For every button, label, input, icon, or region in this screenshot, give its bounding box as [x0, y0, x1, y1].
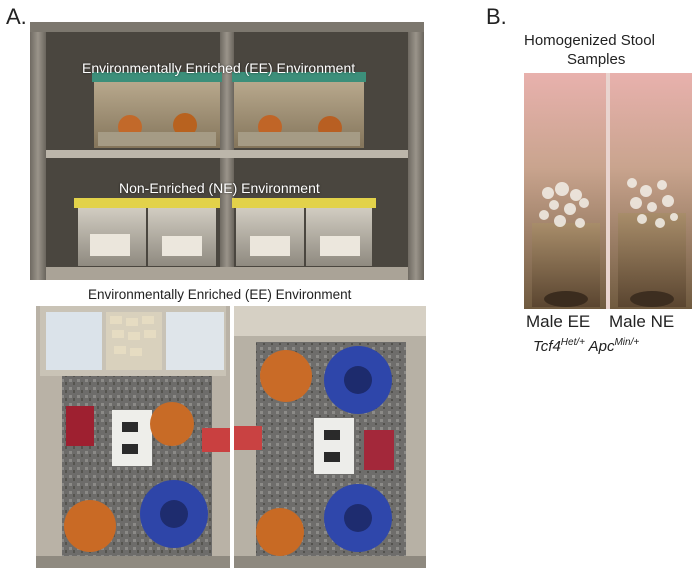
stool-tubes-photo	[524, 73, 692, 309]
ee-cage-left-illustration	[36, 306, 230, 568]
panel-b-letter: B.	[486, 4, 507, 29]
genotype-tcf4: Tcf4	[533, 338, 561, 355]
cage-shelf-photo	[30, 22, 424, 280]
stool-tubes-illustration	[524, 73, 692, 309]
panel-a-letter: A.	[6, 4, 27, 29]
genotype-tcf4-sup: Het/+	[560, 337, 585, 348]
panel-b-title-line1: Homogenized Stool	[524, 32, 655, 49]
ne-environment-label: Non-Enriched (NE) Environment	[119, 180, 320, 196]
panel-b-title-line2: Samples	[567, 51, 626, 68]
tube-label-male-ne: Male NE	[609, 312, 675, 331]
ee-environment-caption: Environmentally Enriched (EE) Environmen…	[88, 287, 352, 302]
cage-shelf-illustration	[30, 22, 424, 280]
ee-cage-right-illustration	[234, 306, 426, 568]
ee-cage-interior-photo-right	[234, 306, 426, 568]
ee-cage-interior-photo-left	[36, 306, 230, 568]
genotype-apc-sup: Min/+	[614, 337, 640, 348]
ee-environment-label-top: Environmentally Enriched (EE) Environmen…	[82, 60, 356, 76]
genotype-label: Tcf4Het/+ ApcMin/+	[533, 337, 639, 355]
tube-label-male-ee: Male EE	[526, 312, 591, 331]
genotype-apc: Apc	[588, 338, 615, 355]
